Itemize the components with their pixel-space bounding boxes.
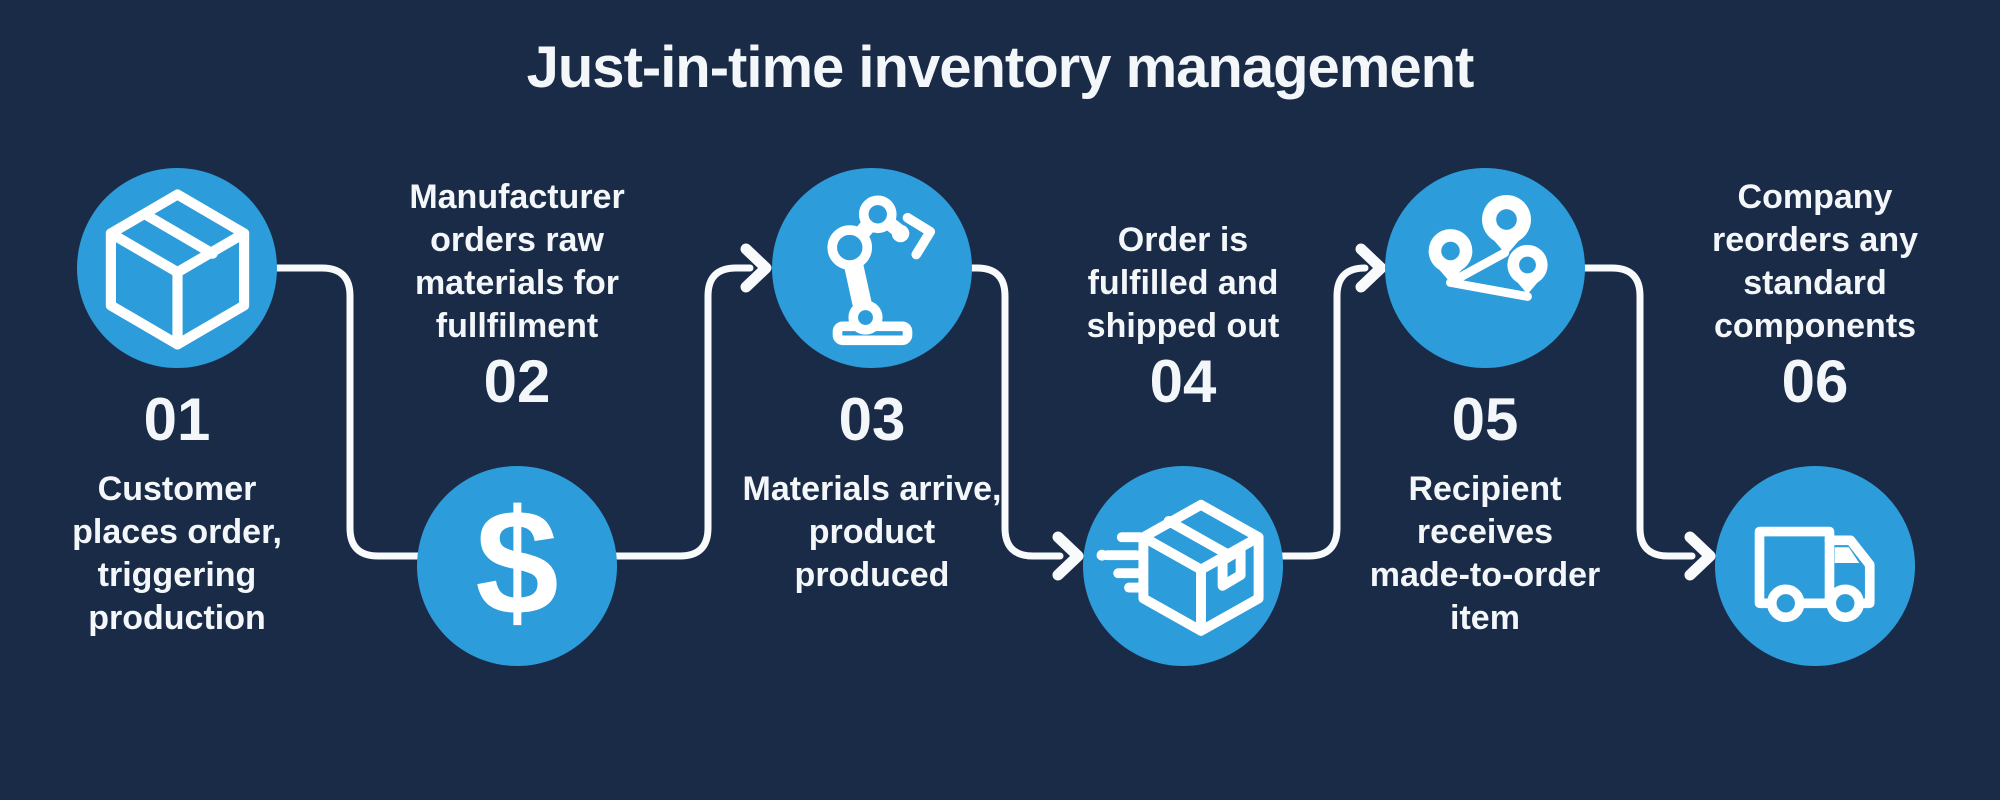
- step-number: 01: [143, 386, 211, 453]
- page-title: Just-in-time inventory management: [526, 35, 1475, 100]
- step-number: 02: [483, 348, 551, 415]
- step-label: Manufacturer orders raw materials for fu…: [409, 178, 625, 345]
- step-icon-circle: [1715, 466, 1915, 666]
- connector-step5-step6: [1576, 264, 1696, 560]
- step-label: Recipient receives made-to-order item: [1369, 470, 1601, 637]
- step-number: 06: [1781, 348, 1849, 415]
- step-02: $ 02 Manufacturer orders raw materials f…: [357, 0, 677, 800]
- map-route-icon: [1398, 181, 1573, 356]
- step-04: 04 Order is fulfilled and shipped out: [1023, 0, 1343, 800]
- dollar-glyph: $: [475, 478, 559, 646]
- step-number: 03: [838, 386, 906, 453]
- step-number: 04: [1149, 348, 1217, 415]
- robot-arm-icon: [785, 181, 960, 356]
- dollar-icon: $: [475, 487, 558, 641]
- step-icon-circle: [772, 168, 972, 368]
- step-icon-circle: [77, 168, 277, 368]
- step-label: Company reorders any standard components: [1712, 178, 1918, 345]
- connector-step3-step4: [962, 264, 1064, 560]
- arrowhead-icon: [1355, 243, 1387, 293]
- box-icon: [85, 176, 270, 361]
- step-06: 06 Company reorders any standard compone…: [1655, 0, 1975, 800]
- step-05: 05 Recipient receives made-to-order item: [1325, 0, 1645, 800]
- shipping-box-icon: [1093, 476, 1273, 656]
- step-icon-circle: [1083, 466, 1283, 666]
- step-number: 05: [1451, 386, 1519, 453]
- connector-step4-step5: [1274, 264, 1369, 560]
- truck-icon: [1728, 479, 1903, 654]
- step-label: Customer places order, triggering produc…: [72, 470, 282, 637]
- arrowhead-icon: [1052, 531, 1084, 581]
- step-label: Materials arrive, product produced: [742, 470, 1002, 594]
- step-03: 03 Materials arrive, product produced: [712, 0, 1032, 800]
- step-icon-circle: $: [417, 466, 617, 666]
- step-01: 01 Customer places order, triggering pro…: [17, 0, 337, 800]
- connector-step2-step3: [608, 264, 754, 560]
- connector-step1-step2: [268, 264, 428, 560]
- arrowhead-icon: [1684, 531, 1716, 581]
- step-label: Order is fulfilled and shipped out: [1086, 221, 1280, 345]
- step-icon-circle: [1385, 168, 1585, 368]
- arrowhead-icon: [740, 243, 772, 293]
